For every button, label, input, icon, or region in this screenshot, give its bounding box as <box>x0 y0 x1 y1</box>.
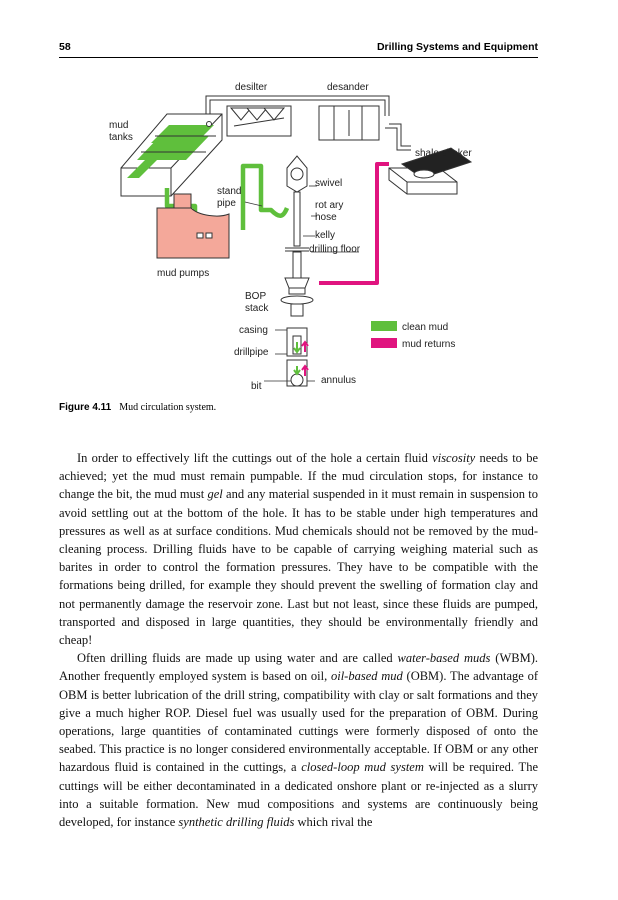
p2-emph-synthetic: synthetic drilling fluids <box>178 815 295 830</box>
p2-emph-wbm: water-based muds <box>397 651 491 666</box>
flow-arrows <box>293 340 309 376</box>
header-rule <box>59 57 538 58</box>
p1-text-2: needs to be achieved; yet the mud must r… <box>59 451 538 502</box>
label-shale-shaker: shale shaker <box>415 148 472 159</box>
label-bit: bit <box>251 381 262 392</box>
figure-caption: Figure 4.11 Mud circulation system. <box>59 402 538 413</box>
p1-emph-gel: gel <box>207 487 223 502</box>
figure-number: Figure 4.11 <box>59 402 112 413</box>
body-text: In order to effectively lift the cutting… <box>59 449 538 831</box>
piping <box>205 95 411 151</box>
label-rotary-hose-2: hose <box>315 212 337 223</box>
p2-text-3: (OBM). The advantage of OBM is better lu… <box>59 669 538 775</box>
legend-mud-returns: mud returns <box>402 339 455 350</box>
label-rotary-hose-1: rot ary <box>315 200 343 211</box>
leader-lines <box>244 185 359 382</box>
mud-circulation-diagram: desilter desander mud tanks shale shaker… <box>109 82 473 392</box>
label-drillpipe: drillpipe <box>234 347 269 358</box>
running-header: 58 Drilling Systems and Equipment <box>59 41 538 59</box>
p1-text-1: In order to effectively lift the cutting… <box>77 451 433 465</box>
label-casing: casing <box>239 325 268 336</box>
label-swivel: swivel <box>315 178 342 189</box>
label-mud-pumps: mud pumps <box>157 268 209 279</box>
legend-swatch-clean <box>371 321 397 331</box>
label-stand-pipe-2: pipe <box>217 198 236 209</box>
p2-text-2: (WBM). Another frequently employed syste… <box>59 651 538 684</box>
mud-pumps <box>156 193 230 259</box>
label-mud-tanks-2: tanks <box>109 132 133 143</box>
p2-text-1: Often drilling fluids are made up using … <box>77 651 398 666</box>
legend: clean mud mud returns <box>371 321 455 350</box>
page-number: 58 <box>59 41 71 53</box>
paragraph-1: In order to effectively lift the cutting… <box>59 449 538 649</box>
p1-emph-viscosity: viscosity <box>432 451 476 465</box>
label-desander: desander <box>327 82 369 93</box>
mud-returns-line <box>319 162 389 285</box>
label-stand-pipe-1: stand <box>217 186 241 197</box>
shale-shaker <box>388 147 473 195</box>
desilter-unit <box>226 105 292 137</box>
label-bop-1: BOP <box>245 291 266 302</box>
label-mud-tanks-1: mud <box>109 120 128 131</box>
label-drilling-floor: drilling floor <box>309 244 361 255</box>
label-desilter: desilter <box>235 82 268 93</box>
label-bop-2: stack <box>245 303 269 314</box>
desander-unit <box>318 105 380 141</box>
p2-text-5: which rival the <box>294 815 373 830</box>
legend-clean-mud: clean mud <box>402 322 448 333</box>
legend-swatch-returns <box>371 338 397 348</box>
figure-caption-text: Mud circulation system. <box>119 402 217 413</box>
running-title: Drilling Systems and Equipment <box>376 41 538 53</box>
label-kelly: kelly <box>315 230 335 241</box>
p2-emph-closed-loop: closed-loop mud system <box>301 760 424 775</box>
p1-text-3: and any material suspended in it must re… <box>59 487 538 648</box>
p2-text-4: will be required. The cuttings will be e… <box>59 760 538 830</box>
paragraph-2: Often drilling fluids are made up using … <box>59 649 538 831</box>
mud-circulation-figure: desilter desander mud tanks shale shaker… <box>59 68 538 398</box>
mud-tanks <box>120 113 223 197</box>
p2-emph-obm: oil-based mud <box>330 669 403 684</box>
label-annulus: annulus <box>321 375 356 386</box>
